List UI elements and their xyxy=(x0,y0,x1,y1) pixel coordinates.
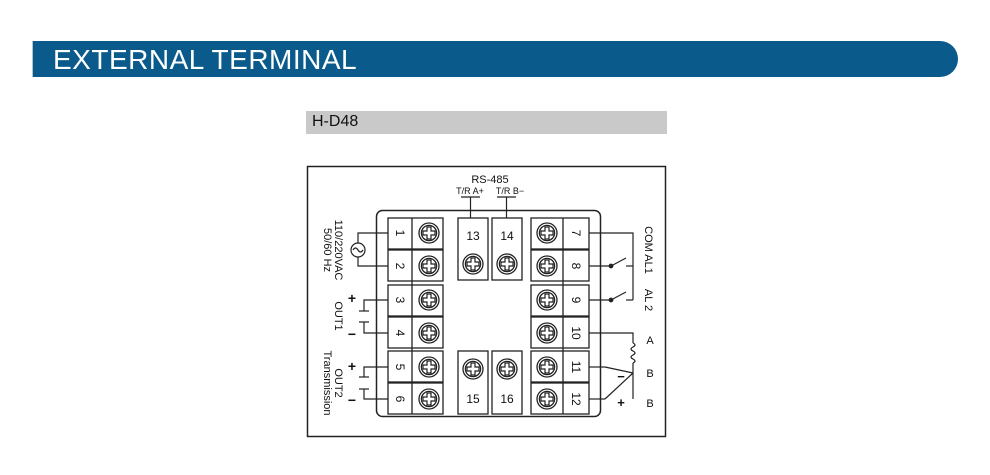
svg-text:50/60 Hz: 50/60 Hz xyxy=(321,228,333,272)
rs485-wires xyxy=(461,196,516,218)
terminal-2: 2 xyxy=(393,263,407,270)
out2-plus: + xyxy=(348,358,356,374)
out1-plus: + xyxy=(348,290,356,306)
sensor-wiring xyxy=(589,332,636,400)
out1-wiring xyxy=(359,299,388,334)
svg-text:Transmission: Transmission xyxy=(321,351,333,416)
terminal-9: 9 xyxy=(569,297,583,304)
model-bar: H-D48 xyxy=(306,111,667,134)
out1-label: OUT1 xyxy=(332,301,344,330)
sensor-minus: − xyxy=(617,369,625,384)
com-al1-label: COM AL1 xyxy=(642,226,654,274)
terminal-4: 4 xyxy=(393,330,407,337)
tr-a-label: T/R A+ xyxy=(456,186,484,196)
terminal-7: 7 xyxy=(569,230,583,237)
svg-text:110/220VAC: 110/220VAC xyxy=(332,220,344,281)
right-terminal-column xyxy=(530,217,590,415)
terminal-10: 10 xyxy=(569,326,583,340)
terminal-13: 13 xyxy=(466,229,480,243)
model-name: H-D48 xyxy=(312,113,359,130)
terminal-15: 15 xyxy=(466,392,480,406)
out2-wiring xyxy=(359,366,388,400)
terminal-3: 3 xyxy=(393,297,407,304)
terminal-1: 1 xyxy=(393,230,407,237)
power-wiring xyxy=(350,232,388,267)
al2-label: AL 2 xyxy=(642,289,654,311)
rtd-a-label: A xyxy=(646,335,654,347)
terminal-14: 14 xyxy=(500,229,514,243)
terminal-12: 12 xyxy=(569,392,583,406)
left-terminal-column xyxy=(387,217,444,415)
terminal-6: 6 xyxy=(393,396,407,403)
terminal-5: 5 xyxy=(393,364,407,371)
rs485-label: RS-485 xyxy=(471,174,508,186)
svg-text:OUT2: OUT2 xyxy=(332,368,344,397)
rtd-b1-label: B xyxy=(646,368,653,380)
rtd-b2-label: B xyxy=(646,398,653,410)
sensor-plus: + xyxy=(617,395,625,410)
terminal-8: 8 xyxy=(569,263,583,270)
terminal-16: 16 xyxy=(500,392,514,406)
tr-b-label: T/R B− xyxy=(496,186,524,196)
out1-minus: − xyxy=(348,326,356,342)
section-title: EXTERNAL TERMINAL xyxy=(53,44,358,75)
section-banner: EXTERNAL TERMINAL xyxy=(32,41,958,77)
out2-minus: − xyxy=(348,392,356,408)
power-label: 110/220VAC 50/60 Hz xyxy=(321,220,344,281)
terminal-11: 11 xyxy=(569,361,583,374)
terminal-numbers: 1 2 3 4 5 6 7 8 9 10 11 12 13 14 15 16 xyxy=(393,229,583,406)
out2-label: OUT2 Transmission xyxy=(321,351,344,416)
alarm-wiring xyxy=(589,232,634,303)
